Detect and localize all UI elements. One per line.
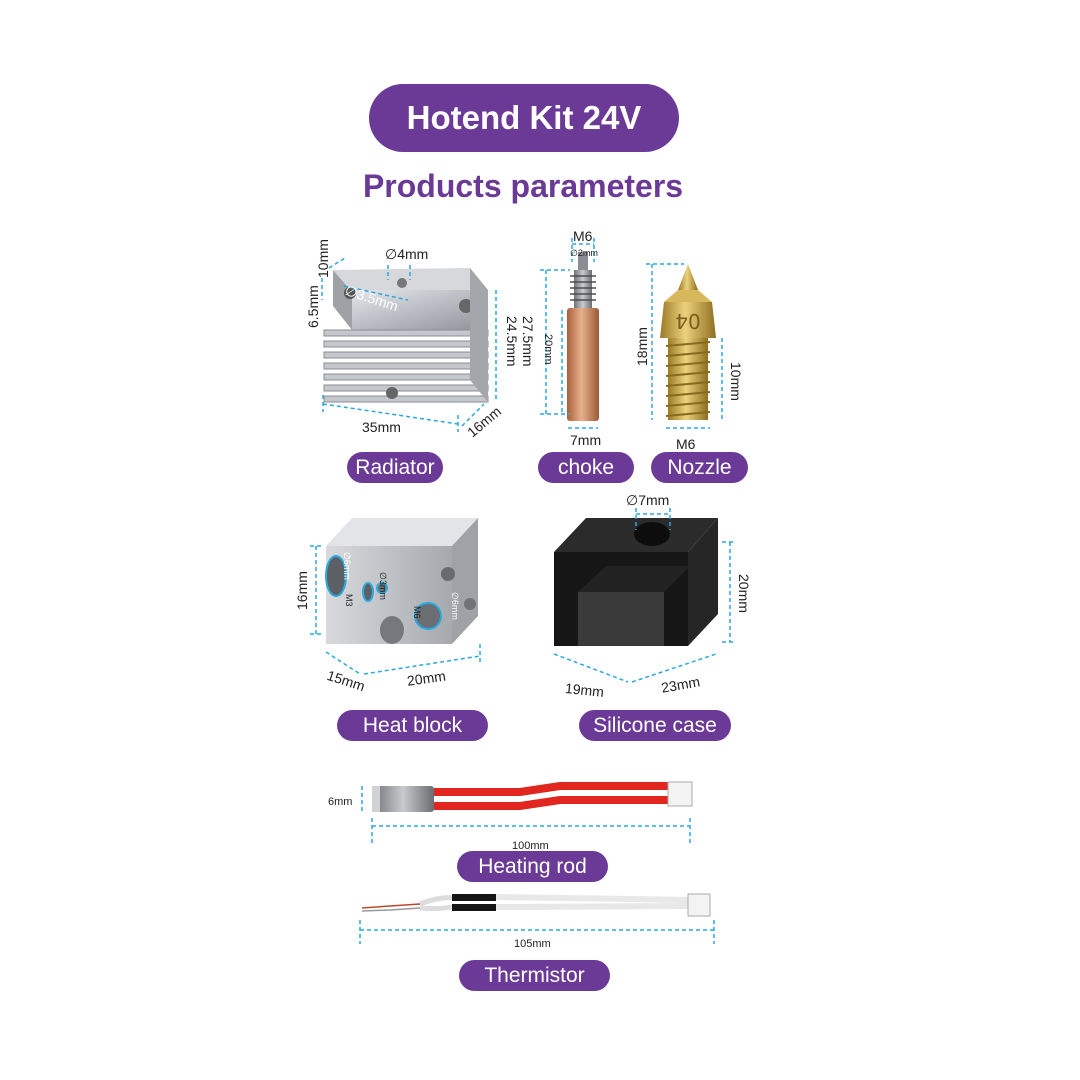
choke-dim-bore: ∅2mm — [570, 248, 598, 258]
radiator-dim-hole: ∅4mm — [385, 246, 429, 262]
label-choke: choke — [538, 452, 634, 483]
heat-block-dim-height: 16mm — [294, 571, 310, 610]
thermistor-image — [361, 893, 711, 917]
heat-block-dim-screw: M3 — [344, 594, 354, 607]
heat-block-image — [325, 518, 478, 644]
label-heating-rod: Heating rod — [457, 851, 608, 882]
label-heat-block: Heat block — [337, 710, 488, 741]
radiator-image — [323, 268, 489, 403]
heat-block-dim-thread: M6 — [412, 606, 422, 619]
heat-block-dim-nozzle-bore: ∅6mm — [450, 592, 460, 620]
heat-block-dim-sensor-bore: ∅3mm — [378, 572, 388, 600]
heating-rod-dim-diameter: 6mm — [328, 796, 353, 808]
label-radiator: Radiator — [347, 452, 443, 483]
title-badge: Hotend Kit 24V — [369, 84, 679, 152]
choke-dim-thread: M6 — [573, 228, 593, 244]
nozzle-dim-thread-length: 10mm — [728, 362, 744, 401]
choke-image — [567, 252, 599, 421]
nozzle-dim-length: 18mm — [634, 327, 650, 366]
radiator-dim-depth: 10mm — [315, 239, 331, 278]
label-nozzle: Nozzle — [651, 452, 748, 483]
label-silicone-case: Silicone case — [579, 710, 731, 741]
radiator-dim-height: 24.5mm — [504, 316, 520, 367]
heating-rod-dim-length: 100mm — [512, 840, 549, 852]
radiator-dim-width: 35mm — [362, 419, 401, 435]
thermistor-dim-length: 105mm — [514, 938, 551, 950]
nozzle-image: 04 — [660, 264, 716, 420]
page-subtitle: Products parameters — [362, 168, 684, 204]
silicone-case-image — [554, 518, 718, 646]
choke-dim-diameter: 7mm — [570, 432, 602, 448]
choke-dim-length: 27.5mm — [520, 316, 536, 367]
heating-rod-image — [372, 781, 693, 812]
silicone-dim-height: 20mm — [736, 574, 752, 613]
silicone-dim-hole: ∅7mm — [626, 492, 670, 508]
radiator-dim-top-height: 6.5mm — [305, 285, 321, 328]
nozzle-engraving: 04 — [675, 309, 700, 333]
nozzle-dim-thread: M6 — [676, 436, 696, 452]
choke-dim-tube: 20mm — [542, 334, 554, 365]
heat-block-dim-heater-bore: ∅6mm — [342, 552, 352, 580]
label-thermistor: Thermistor — [459, 960, 610, 991]
